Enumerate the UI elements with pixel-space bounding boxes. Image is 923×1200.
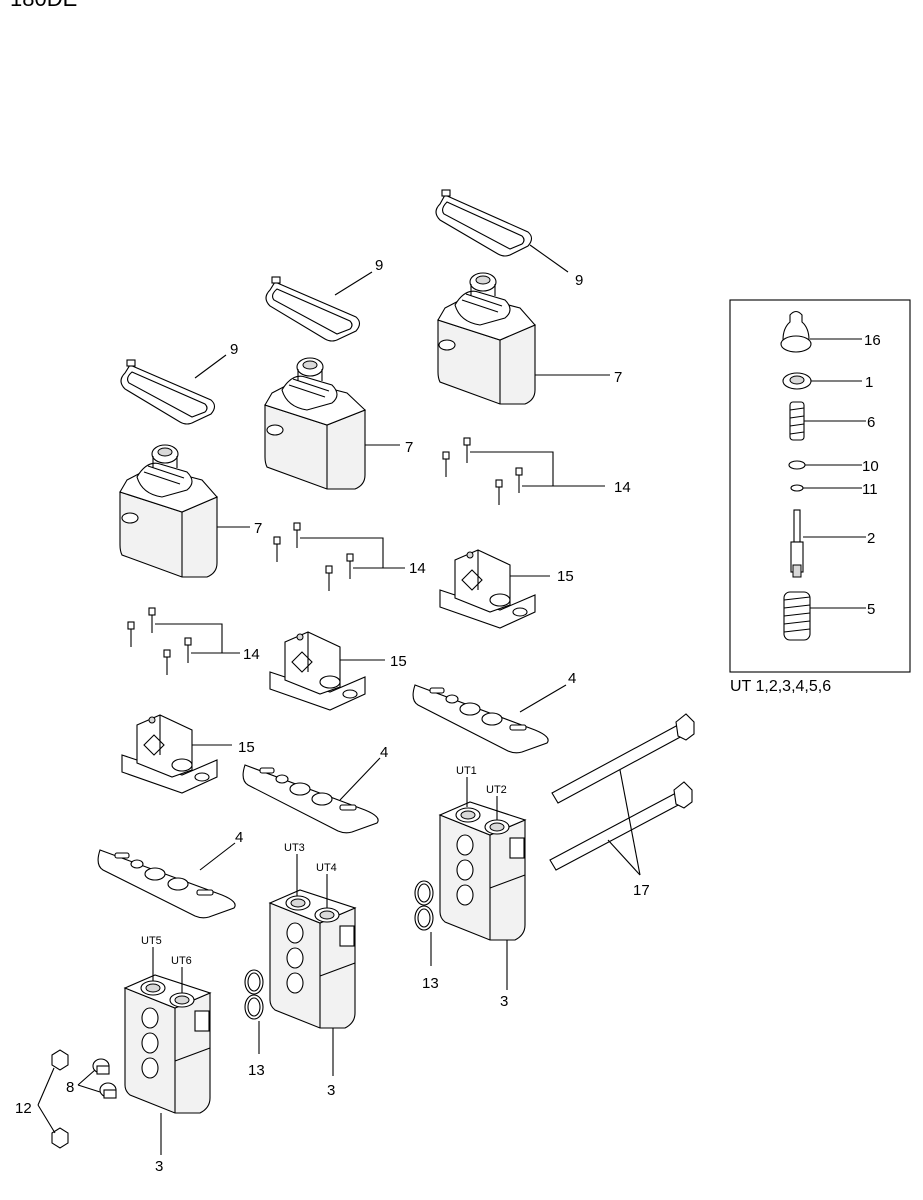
callout-14-middle: 14: [409, 560, 426, 577]
valve-section-left: [123, 974, 212, 1155]
port-label-ut4: UT4: [316, 862, 337, 874]
callout-17: 17: [633, 882, 650, 899]
callout-7-middle: 7: [405, 439, 413, 456]
callout-6: 6: [867, 414, 875, 431]
boot-housing-left: [119, 444, 218, 578]
boot-housing-middle: [264, 357, 367, 490]
port-label-ut2: UT2: [486, 784, 507, 796]
port-label-ut5: UT5: [141, 935, 162, 947]
port-label-ut1: UT1: [456, 765, 477, 777]
callout-4-right: 4: [568, 670, 576, 687]
callout-15-middle: 15: [390, 653, 407, 670]
tie-rod-upper: [551, 713, 695, 804]
callout-11: 11: [862, 481, 878, 498]
gasket-middle: [265, 276, 361, 342]
callout-2: 2: [867, 530, 875, 547]
callout-3-middle: 3: [327, 1082, 335, 1099]
gasket-top-right: [435, 189, 533, 257]
callout-14-left: 14: [243, 646, 260, 663]
page-title: 180DE: [10, 0, 77, 12]
boot-housing-right: [437, 272, 536, 405]
plate-right: [412, 684, 549, 754]
callout-1: 1: [865, 374, 873, 391]
callout-5: 5: [867, 601, 875, 618]
callout-3-right: 3: [500, 993, 508, 1010]
valve-section-right: [438, 801, 527, 990]
callout-15-left: 15: [238, 739, 255, 756]
o-rings-right: [414, 880, 434, 966]
bracket-left: [121, 714, 218, 794]
inset-detail-box: [729, 299, 911, 673]
callout-4-middle: 4: [380, 744, 388, 761]
port-label-ut3: UT3: [284, 842, 305, 854]
callout-9-middle: 9: [375, 257, 383, 274]
bracket-middle: [269, 631, 366, 711]
port-label-ut6: UT6: [171, 955, 192, 967]
callout-16: 16: [864, 332, 881, 349]
callout-4-left: 4: [235, 829, 243, 846]
valve-section-middle: [268, 889, 357, 1076]
screw-group-left: [127, 607, 240, 675]
callout-15-right: 15: [557, 568, 574, 585]
bracket-right: [439, 549, 536, 629]
callout-12: 12: [15, 1100, 32, 1117]
gasket-left: [120, 359, 216, 425]
o-rings-middle: [244, 969, 264, 1054]
inset-caption: UT 1,2,3,4,5,6: [730, 678, 832, 695]
tie-rod-lower: [549, 781, 693, 871]
callout-10: 10: [862, 458, 879, 475]
callout-7-left: 7: [254, 520, 262, 537]
callout-13-right: 13: [422, 975, 439, 992]
callout-9-left: 9: [230, 341, 238, 358]
screw-group-middle: [273, 522, 405, 591]
plugs: [77, 1058, 117, 1099]
callout-8: 8: [66, 1079, 74, 1096]
nuts: [37, 1049, 69, 1149]
plate-left: [97, 849, 236, 919]
callout-7-right: 7: [614, 369, 622, 386]
callout-3-left: 3: [155, 1158, 163, 1175]
callout-14-right: 14: [614, 479, 631, 496]
callout-9-top: 9: [575, 272, 583, 289]
plate-middle: [242, 764, 379, 834]
screw-group-right: [442, 437, 605, 505]
callout-13-middle: 13: [248, 1062, 265, 1079]
